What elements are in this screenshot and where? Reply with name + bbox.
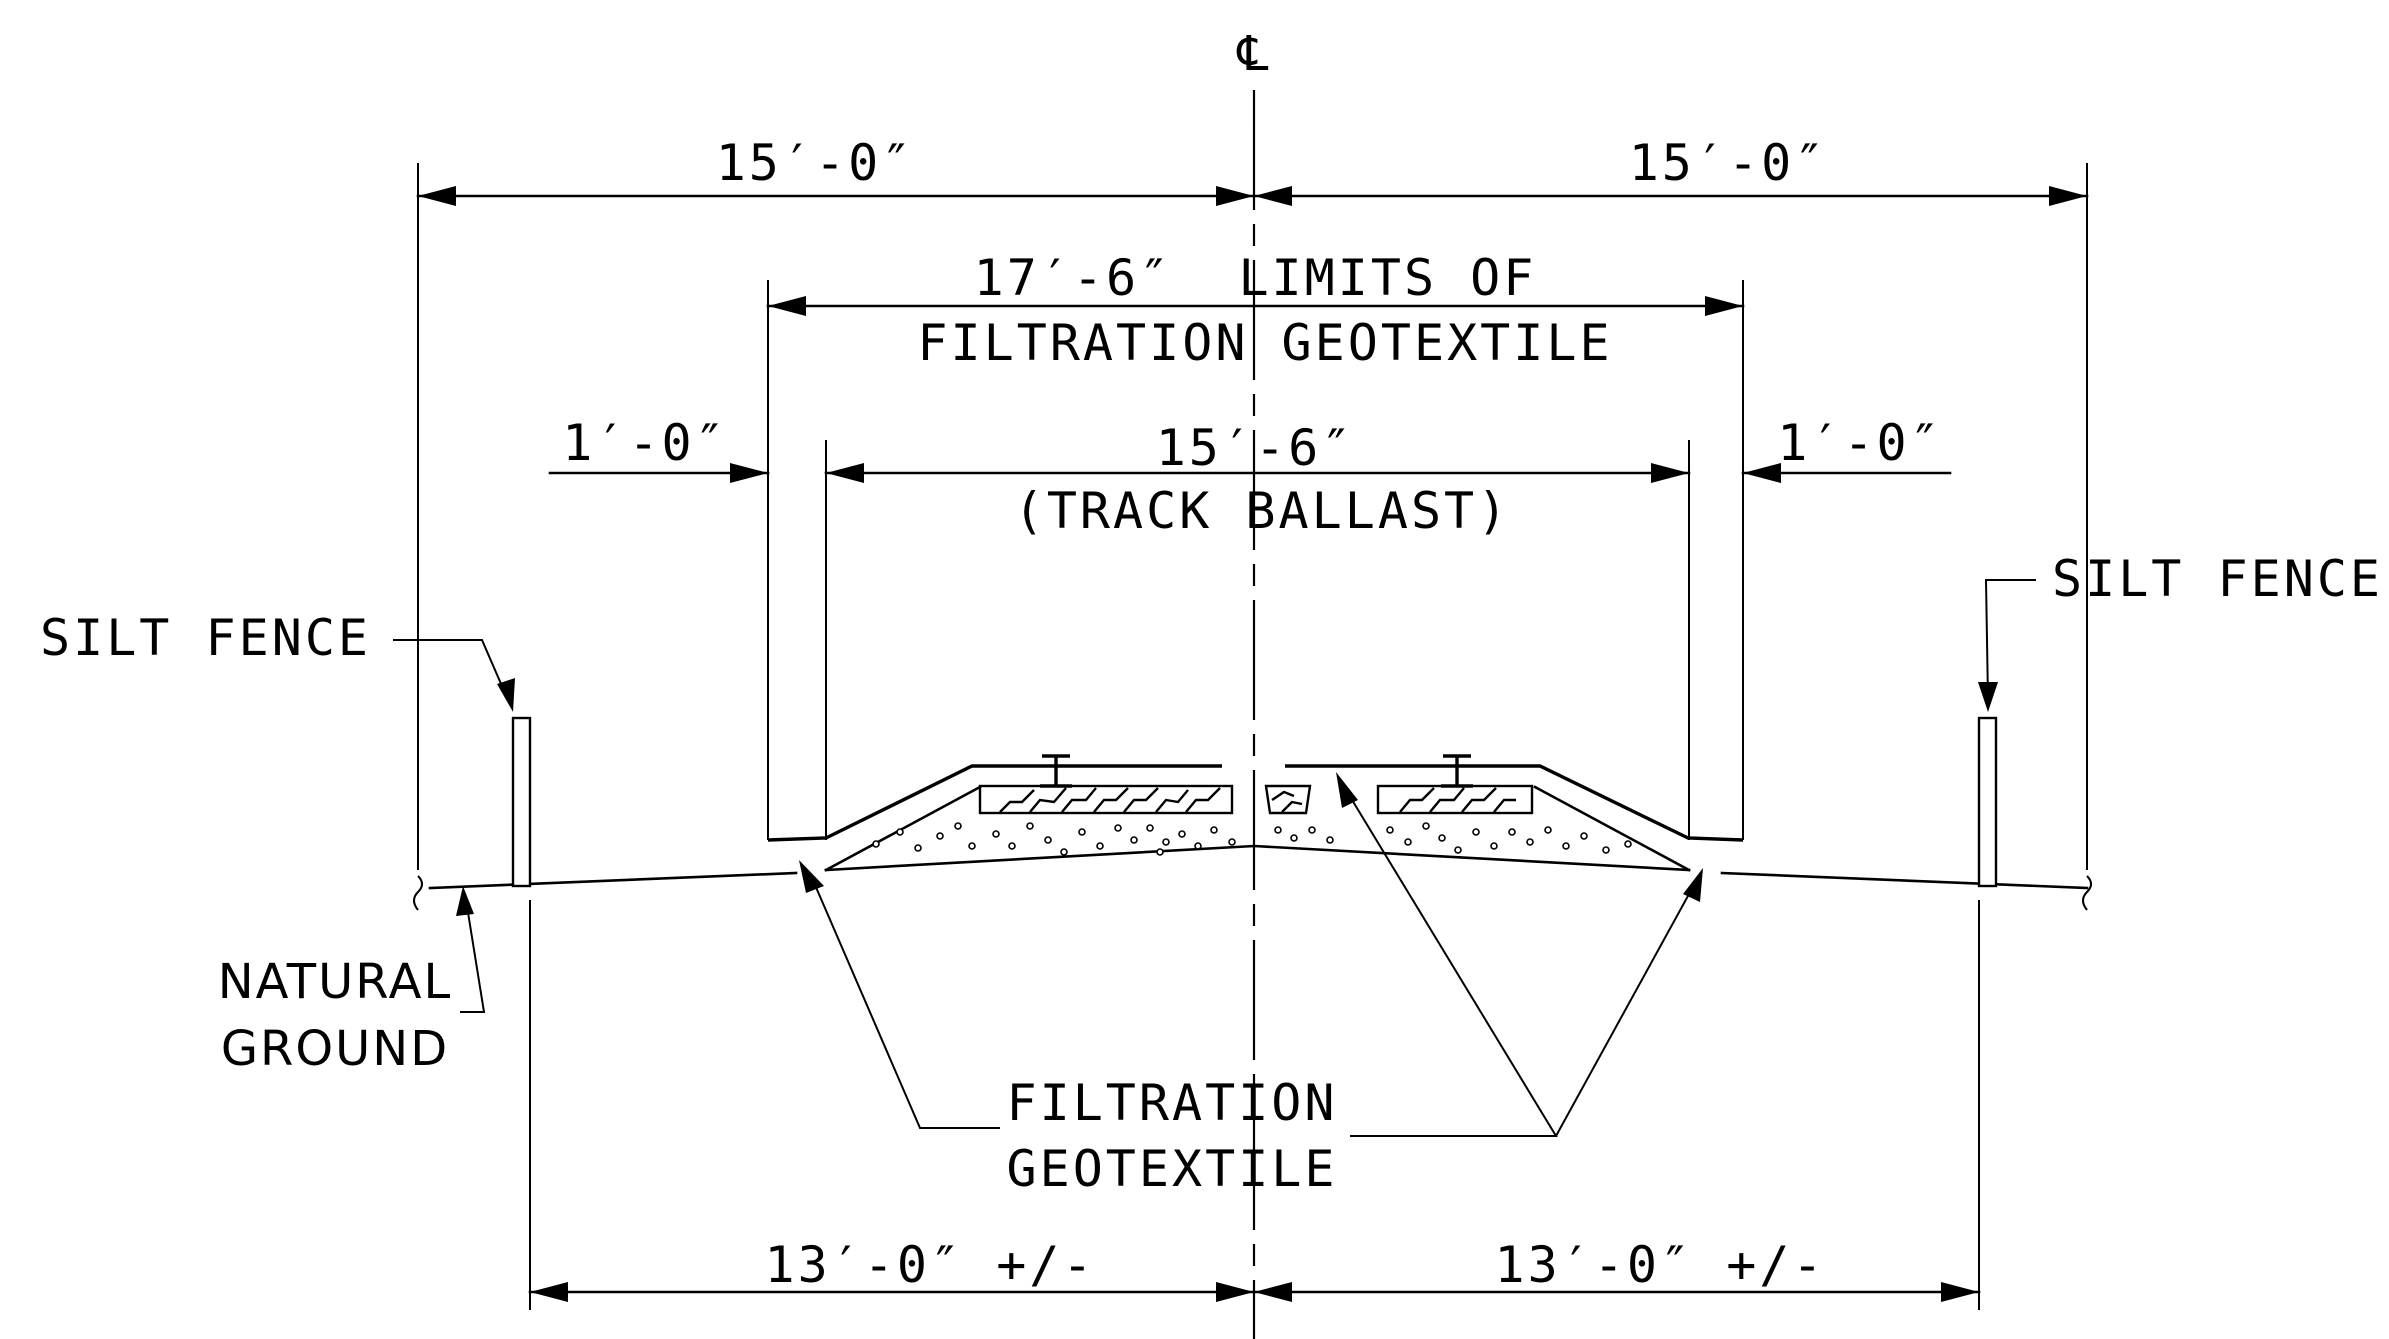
geotextile-outline bbox=[767, 764, 1744, 842]
silt-fence-left: SILT FENCE bbox=[40, 609, 532, 888]
geotextile-limits-label-line2: FILTRATION GEOTEXTILE bbox=[917, 314, 1612, 372]
tie-right bbox=[1376, 784, 1534, 815]
rail-left bbox=[1040, 754, 1072, 788]
tie-left bbox=[978, 784, 1234, 815]
silt-fence-left-label: SILT FENCE bbox=[40, 609, 371, 667]
rail-right bbox=[1441, 754, 1473, 788]
right-half-width-label: 15′-0″ bbox=[1629, 134, 1828, 192]
centerline: ℄ bbox=[1237, 26, 1271, 1339]
right-fence-offset-label: 13′-0″ +/- bbox=[1494, 1236, 1825, 1294]
natural-ground-label-line2: GROUND bbox=[221, 1021, 449, 1077]
filtration-geotextile-label-line1: FILTRATION bbox=[1006, 1074, 1337, 1132]
ballast-width-dimension: 15′-6″ (TRACK BALLAST) bbox=[824, 419, 1691, 840]
natural-ground bbox=[413, 871, 2092, 911]
left-fence-offset-label: 13′-0″ +/- bbox=[764, 1236, 1095, 1294]
centerline-symbol: ℄ bbox=[1237, 26, 1271, 82]
left-overlap-label: 1′-0″ bbox=[562, 414, 728, 472]
filtration-geotextile-label-line2: GEOTEXTILE bbox=[1006, 1140, 1337, 1198]
left-half-width-label: 15′-0″ bbox=[716, 134, 915, 192]
filtration-geotextile-callout: FILTRATION GEOTEXTILE bbox=[799, 772, 1703, 1198]
natural-ground-callout: NATURAL GROUND bbox=[218, 886, 486, 1077]
silt-fence-right: SILT FENCE bbox=[1977, 550, 2383, 888]
silt-fence-right-label: SILT FENCE bbox=[2052, 550, 2383, 608]
ballast-label: (TRACK BALLAST) bbox=[1014, 482, 1511, 540]
tie-center bbox=[1264, 784, 1312, 815]
geotextile-limits-label-line1: 17′-6″ LIMITS OF bbox=[974, 249, 1537, 307]
right-overlap-label: 1′-0″ bbox=[1777, 414, 1943, 472]
fence-offset-dimensions: 13′-0″ +/- 13′-0″ +/- bbox=[528, 900, 1981, 1310]
natural-ground-label-line1: NATURAL bbox=[218, 954, 452, 1010]
ballast-section bbox=[767, 754, 1744, 872]
ballast-aggregate bbox=[872, 822, 1632, 856]
geotextile-limits-dimension: 17′-6″ LIMITS OF FILTRATION GEOTEXTILE bbox=[766, 249, 1745, 840]
overlap-dimensions: 1′-0″ 1′-0″ bbox=[548, 414, 1952, 483]
ballast-width-label: 15′-6″ bbox=[1156, 419, 1355, 477]
half-width-dimensions: 15′-0″ 15′-0″ bbox=[416, 134, 2089, 870]
